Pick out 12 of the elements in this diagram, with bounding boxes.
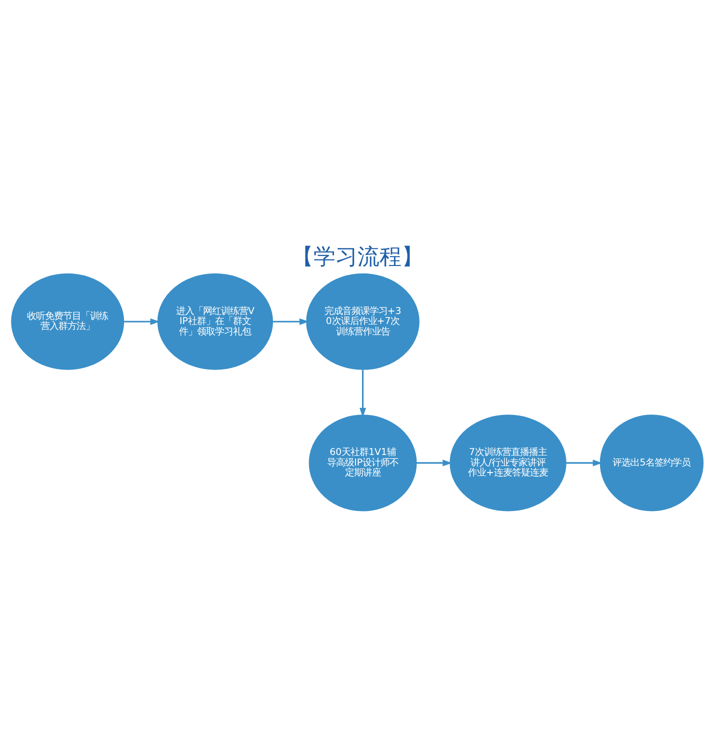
node-ellipse: 7次训练营直播播主讲人/行业专家讲评作业+连麦答疑连麦 [450, 414, 566, 511]
arrow [124, 318, 160, 324]
arrow [416, 459, 452, 466]
arrow [272, 318, 309, 324]
node-circle: 评选出5名签约学员 [600, 414, 704, 511]
arrow [359, 369, 366, 417]
diagram-title: 【学习流程】 [292, 244, 424, 270]
node-ellipse: 进入「网红训练营VIP社群」在「群文件」领取学习礼包 [157, 272, 274, 370]
node-ellipse: 收听免费节目「训练营入群方法」 [11, 272, 124, 370]
node-ellipse: 60天社群1V1辅导高级IP设计师不定期讲座 [308, 414, 417, 511]
node-ellipse: 完成音频课学习+30次课后作业+7次训练营作业告 [306, 272, 420, 370]
arrow [566, 459, 602, 466]
